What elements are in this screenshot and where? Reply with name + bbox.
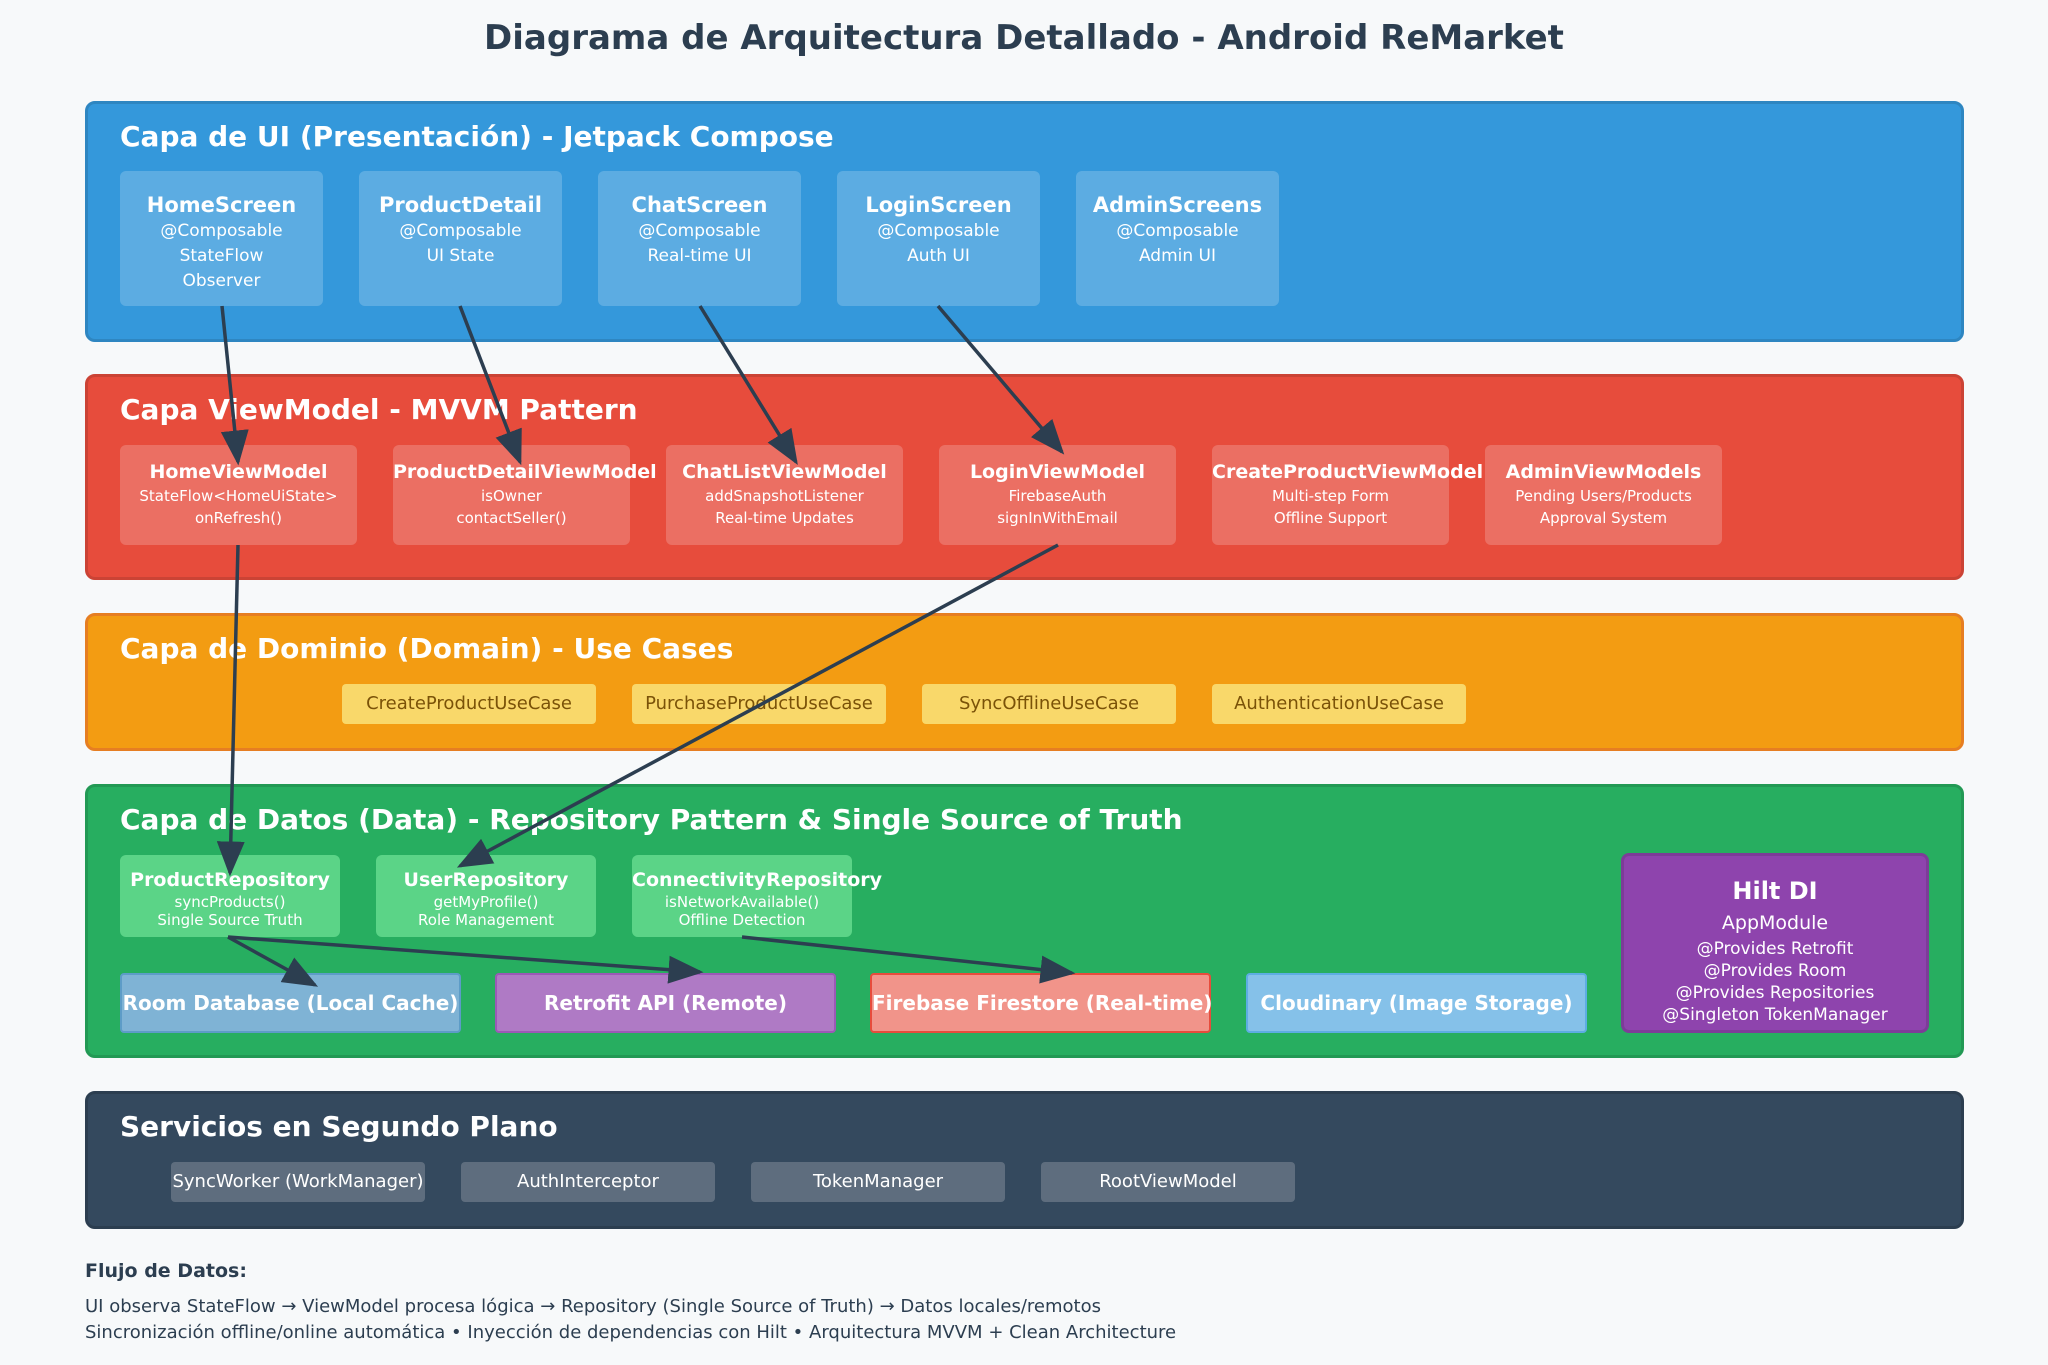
- chat-list-viewmodel-node: ChatListViewModel addSnapshotListener Re…: [666, 445, 903, 545]
- node-detail: @Composable: [638, 221, 761, 241]
- node-detail: Offline Support: [1273, 509, 1388, 527]
- node-detail: Pending Users/Products: [1515, 487, 1692, 505]
- node-name: LoginViewModel: [969, 461, 1146, 483]
- node-detail: contactSeller(): [456, 509, 567, 527]
- node-name: LoginScreen: [865, 193, 1012, 217]
- user-repository-node: UserRepository getMyProfile() Role Manag…: [376, 855, 596, 937]
- hilt-title: Hilt DI: [1732, 877, 1818, 905]
- retrofit-api-node: Retrofit API (Remote): [495, 973, 836, 1033]
- domain-layer-title: Capa de Dominio (Domain) - Use Cases: [120, 632, 734, 665]
- service-auth-interceptor: AuthInterceptor: [461, 1162, 715, 1202]
- product-detail-screen-node: ProductDetail @Composable UI State: [359, 171, 562, 306]
- node-detail: UI State: [426, 246, 495, 266]
- room-database-node: Room Database (Local Cache): [120, 973, 461, 1033]
- node-detail: Observer: [182, 271, 261, 291]
- node-name: ProductDetailViewModel: [393, 461, 657, 483]
- service-sync-worker: SyncWorker (WorkManager): [171, 1162, 425, 1202]
- node-name: HomeScreen: [146, 193, 297, 217]
- product-detail-viewmodel-node: ProductDetailViewModel isOwner contactSe…: [393, 445, 657, 545]
- node-detail: Multi-step Form: [1271, 487, 1390, 505]
- node-detail: Offline Detection: [678, 911, 806, 929]
- node-detail: signInWithEmail: [997, 509, 1118, 527]
- data-layer-title: Capa de Datos (Data) - Repository Patter…: [120, 803, 1183, 836]
- node-detail: isNetworkAvailable(): [664, 893, 820, 911]
- node-name: AdminViewModels: [1505, 461, 1702, 483]
- cloudinary-node: Cloudinary (Image Storage): [1246, 973, 1587, 1033]
- firebase-firestore-node: Firebase Firestore (Real-time): [870, 973, 1212, 1033]
- node-detail: Single Source Truth: [157, 911, 303, 929]
- login-screen-node: LoginScreen @Composable Auth UI: [837, 171, 1040, 306]
- admin-viewmodels-node: AdminViewModels Pending Users/Products A…: [1485, 445, 1722, 545]
- node-detail: Approval System: [1539, 509, 1668, 527]
- use-case-authentication: AuthenticationUseCase: [1212, 684, 1466, 724]
- node-detail: addSnapshotListener: [705, 487, 864, 505]
- node-name: UserRepository: [403, 869, 569, 891]
- node-name: HomeViewModel: [149, 461, 328, 483]
- services-layer-title: Servicios en Segundo Plano: [120, 1110, 558, 1143]
- create-product-viewmodel-node: CreateProductViewModel Multi-step Form O…: [1212, 445, 1484, 545]
- viewmodel-layer-title: Capa ViewModel - MVVM Pattern: [120, 393, 638, 426]
- domain-layer: Capa de Dominio (Domain) - Use Cases: [85, 613, 1964, 751]
- hilt-provides: @Provides Retrofit: [1696, 939, 1854, 959]
- diagram-title: Diagrama de Arquitectura Detallado - And…: [484, 18, 1564, 58]
- use-case-create-product: CreateProductUseCase: [342, 684, 596, 724]
- node-detail: syncProducts(): [174, 893, 286, 911]
- ui-layer-title: Capa de UI (Presentación) - Jetpack Comp…: [120, 120, 834, 153]
- data-flow-line-2: Sincronización offline/online automática…: [85, 1322, 1177, 1343]
- node-detail: @Composable: [877, 221, 1000, 241]
- node-detail: StateFlow: [179, 246, 264, 266]
- service-root-viewmodel: RootViewModel: [1041, 1162, 1295, 1202]
- node-name: AdminScreens: [1092, 193, 1263, 217]
- node-detail: Admin UI: [1138, 246, 1217, 266]
- services-layer: Servicios en Segundo Plano: [85, 1091, 1964, 1229]
- use-case-sync-offline: SyncOfflineUseCase: [922, 684, 1176, 724]
- node-name: ProductRepository: [130, 869, 330, 891]
- node-name: ChatListViewModel: [682, 461, 887, 483]
- node-detail: Role Management: [418, 911, 554, 929]
- node-detail: getMyProfile(): [433, 893, 539, 911]
- node-detail: @Composable: [160, 221, 283, 241]
- node-detail: FirebaseAuth: [1008, 487, 1107, 505]
- ui-layer: Capa de UI (Presentación) - Jetpack Comp…: [85, 101, 1964, 342]
- node-detail: Real-time Updates: [715, 509, 854, 527]
- node-name: ChatScreen: [631, 193, 768, 217]
- node-detail: StateFlow<HomeUiState>: [139, 487, 338, 505]
- login-viewmodel-node: LoginViewModel FirebaseAuth signInWithEm…: [939, 445, 1176, 545]
- node-detail: Auth UI: [907, 246, 970, 266]
- node-detail: isOwner: [481, 487, 542, 505]
- node-detail: @Composable: [399, 221, 522, 241]
- data-flow-heading: Flujo de Datos:: [85, 1260, 247, 1282]
- node-name: CreateProductViewModel: [1212, 461, 1484, 483]
- home-viewmodel-node: HomeViewModel StateFlow<HomeUiState> onR…: [120, 445, 357, 545]
- node-detail: @Composable: [1116, 221, 1239, 241]
- service-token-manager: TokenManager: [751, 1162, 1005, 1202]
- admin-screens-node: AdminScreens @Composable Admin UI: [1076, 171, 1279, 306]
- hilt-di-node: Hilt DI AppModule @Provides Retrofit @Pr…: [1621, 853, 1929, 1033]
- hilt-subtitle: AppModule: [1721, 912, 1829, 934]
- node-detail: onRefresh(): [194, 509, 283, 527]
- node-detail: Real-time UI: [647, 246, 752, 266]
- hilt-provides: @Singleton TokenManager: [1662, 1005, 1888, 1025]
- product-repository-node: ProductRepository syncProducts() Single …: [120, 855, 340, 937]
- node-name: ConnectivityRepository: [632, 869, 883, 891]
- node-name: ProductDetail: [379, 193, 542, 217]
- chat-screen-node: ChatScreen @Composable Real-time UI: [598, 171, 801, 306]
- data-flow-line-1: UI observa StateFlow → ViewModel procesa…: [85, 1296, 1101, 1317]
- home-screen-node: HomeScreen @Composable StateFlow Observe…: [120, 171, 323, 306]
- hilt-provides: @Provides Room: [1703, 961, 1847, 981]
- use-case-purchase-product: PurchaseProductUseCase: [632, 684, 886, 724]
- connectivity-repository-node: ConnectivityRepository isNetworkAvailabl…: [632, 855, 883, 937]
- hilt-provides: @Provides Repositories: [1675, 983, 1875, 1003]
